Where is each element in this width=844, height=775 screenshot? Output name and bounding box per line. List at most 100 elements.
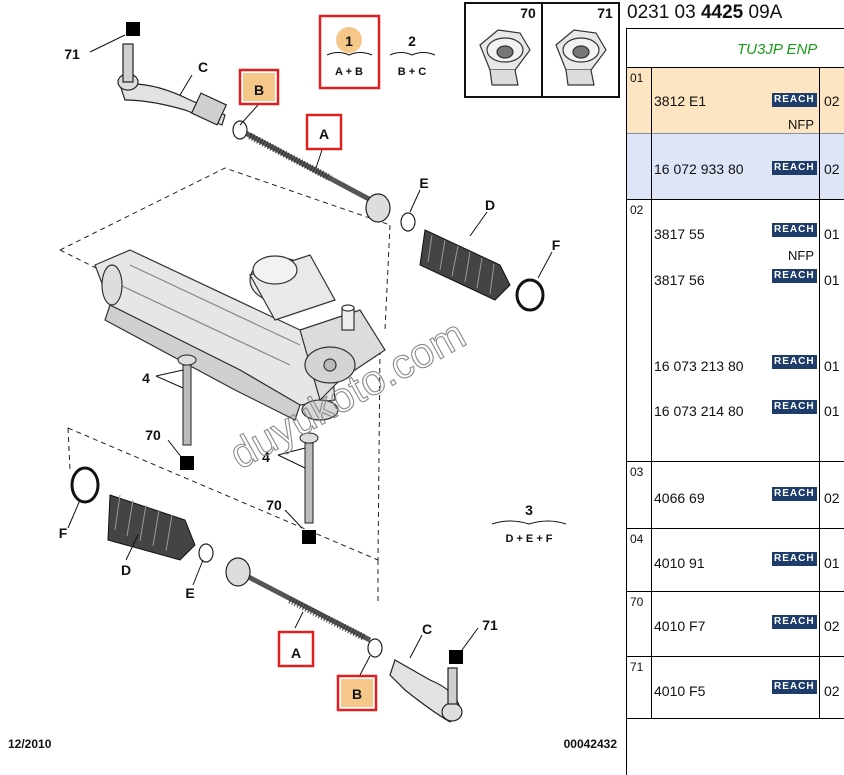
formula-1-text: A + B [335,66,363,78]
label-70-left: 70 [145,427,161,443]
diagram-date: 12/2010 [8,737,52,751]
dashed-outlines [59,167,391,605]
quantity: 01 [824,403,840,419]
reach-badge: REACH [772,161,817,175]
label-a-top: A [319,126,329,142]
nut-70-icon [479,29,531,86]
part-number: 3817 55 [654,226,705,242]
table-filler [627,719,844,775]
label-c-bottom: C [422,621,432,637]
group-number: 04 [630,532,644,546]
orange-highlights [243,27,373,707]
formula-3-number: 3 [525,502,533,518]
label-f-top: F [552,237,561,253]
reach-badge: REACH [772,680,817,694]
group-number: 01 [630,71,644,85]
ref-suffix: 09A [743,2,783,23]
nut-markers [126,22,463,664]
nfp-note: NFP [788,117,814,132]
label-d-bottom: D [121,562,131,578]
lower-gaiter-boot [70,466,196,561]
label-4-left: 4 [142,370,150,386]
group-number: 71 [630,660,644,674]
quantity: 01 [824,555,840,571]
label-e-top: E [419,175,428,191]
parts-table: TU3JP ENP 01 3812 E1 REACH 02 NFP 16 072… [626,28,844,775]
label-f-bottom: F [59,525,68,541]
ref-bold: 4425 [700,2,744,23]
part-number: 16 072 933 80 [654,161,744,177]
quantity: 02 [824,618,840,634]
parts-panel: 0231 03 4425 09A TU3JP ENP 01 3812 E1 RE… [625,0,844,775]
nut-box-71-label: 71 [597,5,613,21]
part-number: 4010 91 [654,555,705,571]
reach-badge: REACH [772,269,817,283]
label-d-top: D [485,197,495,213]
label-70-right: 70 [266,497,282,513]
group-number: 02 [630,203,644,217]
quantity: 02 [824,490,840,506]
label-71-bottom: 71 [482,617,498,633]
group-number: 70 [630,595,644,609]
reach-badge: REACH [772,355,817,369]
formula-3: 3 D + E + F [491,502,567,545]
formula-2-number: 2 [408,33,416,49]
reach-badge: REACH [772,487,817,501]
highlight-boxes [238,14,381,712]
part-number: 16 073 214 80 [654,403,744,419]
reach-badge: REACH [772,223,817,237]
part-reference: 0231 03 4425 09A [627,2,782,24]
formula-1-number: 1 [345,33,353,49]
part-number: 16 073 213 80 [654,358,744,374]
label-c-top: C [198,59,208,75]
part-number: 4066 69 [654,490,705,506]
nut-box-70-label: 70 [520,5,536,21]
reach-badge: REACH [772,615,817,629]
engine-label: TU3JP ENP [737,41,818,58]
group-70: 70 4010 F7 REACH 02 [627,592,844,657]
reach-badge: REACH [772,93,817,107]
label-b-top: B [254,82,264,98]
label-b-bottom: B [352,686,362,702]
formula-2: 2 B + C [389,33,436,78]
formula-1: 1 A + B [326,33,373,78]
group-number: 03 [630,465,644,479]
group-03: 03 4066 69 REACH 02 [627,462,844,529]
quantity: 02 [824,161,840,177]
label-71-top: 71 [64,46,80,62]
upper-tie-rod-end [117,43,228,126]
ref-prefix: 0231 03 [627,2,701,23]
drawing-number: 00042432 [564,737,618,751]
label-4-right: 4 [262,449,270,465]
reach-badge: REACH [772,552,817,566]
lower-tie-rod-end [389,659,463,723]
lower-tie-rod [198,543,383,658]
formula-2-text: B + C [398,66,426,78]
quantity: 01 [824,272,840,288]
reach-badge: REACH [772,400,817,414]
steering-rack-housing [94,249,386,421]
formula-3-text: D + E + F [505,533,552,545]
quantity: 01 [824,226,840,242]
part-number: 4010 F7 [654,618,706,634]
group-04: 04 4010 91 REACH 01 [627,529,844,592]
engine-row: TU3JP ENP [627,28,844,68]
upper-gaiter-boot [419,229,545,312]
label-a-bottom: A [291,645,301,661]
group-71: 71 4010 F5 REACH 02 [627,657,844,719]
part-number: 3817 56 [654,272,705,288]
upper-tie-rod [232,120,416,232]
label-e-bottom: E [185,585,194,601]
part-number: 3812 E1 [654,93,707,109]
quantity: 02 [824,683,840,699]
part-number: 4010 F5 [654,683,706,699]
nut-inset: 70 71 [464,2,620,98]
nut-71-icon [555,29,607,86]
quantity: 01 [824,358,840,374]
steering-rack-exploded-diagram: B A A B C C D D E E F F 4 4 70 70 71 71 … [8,2,620,751]
group-02: 02 3817 55 REACH 01 NFP 3817 56 REACH 01… [627,200,844,462]
group-01: 01 3812 E1 REACH 02 NFP 16 072 933 80 RE… [627,68,844,200]
nfp-note: NFP [788,248,814,263]
quantity: 02 [824,93,840,109]
mounting-studs [177,354,319,524]
